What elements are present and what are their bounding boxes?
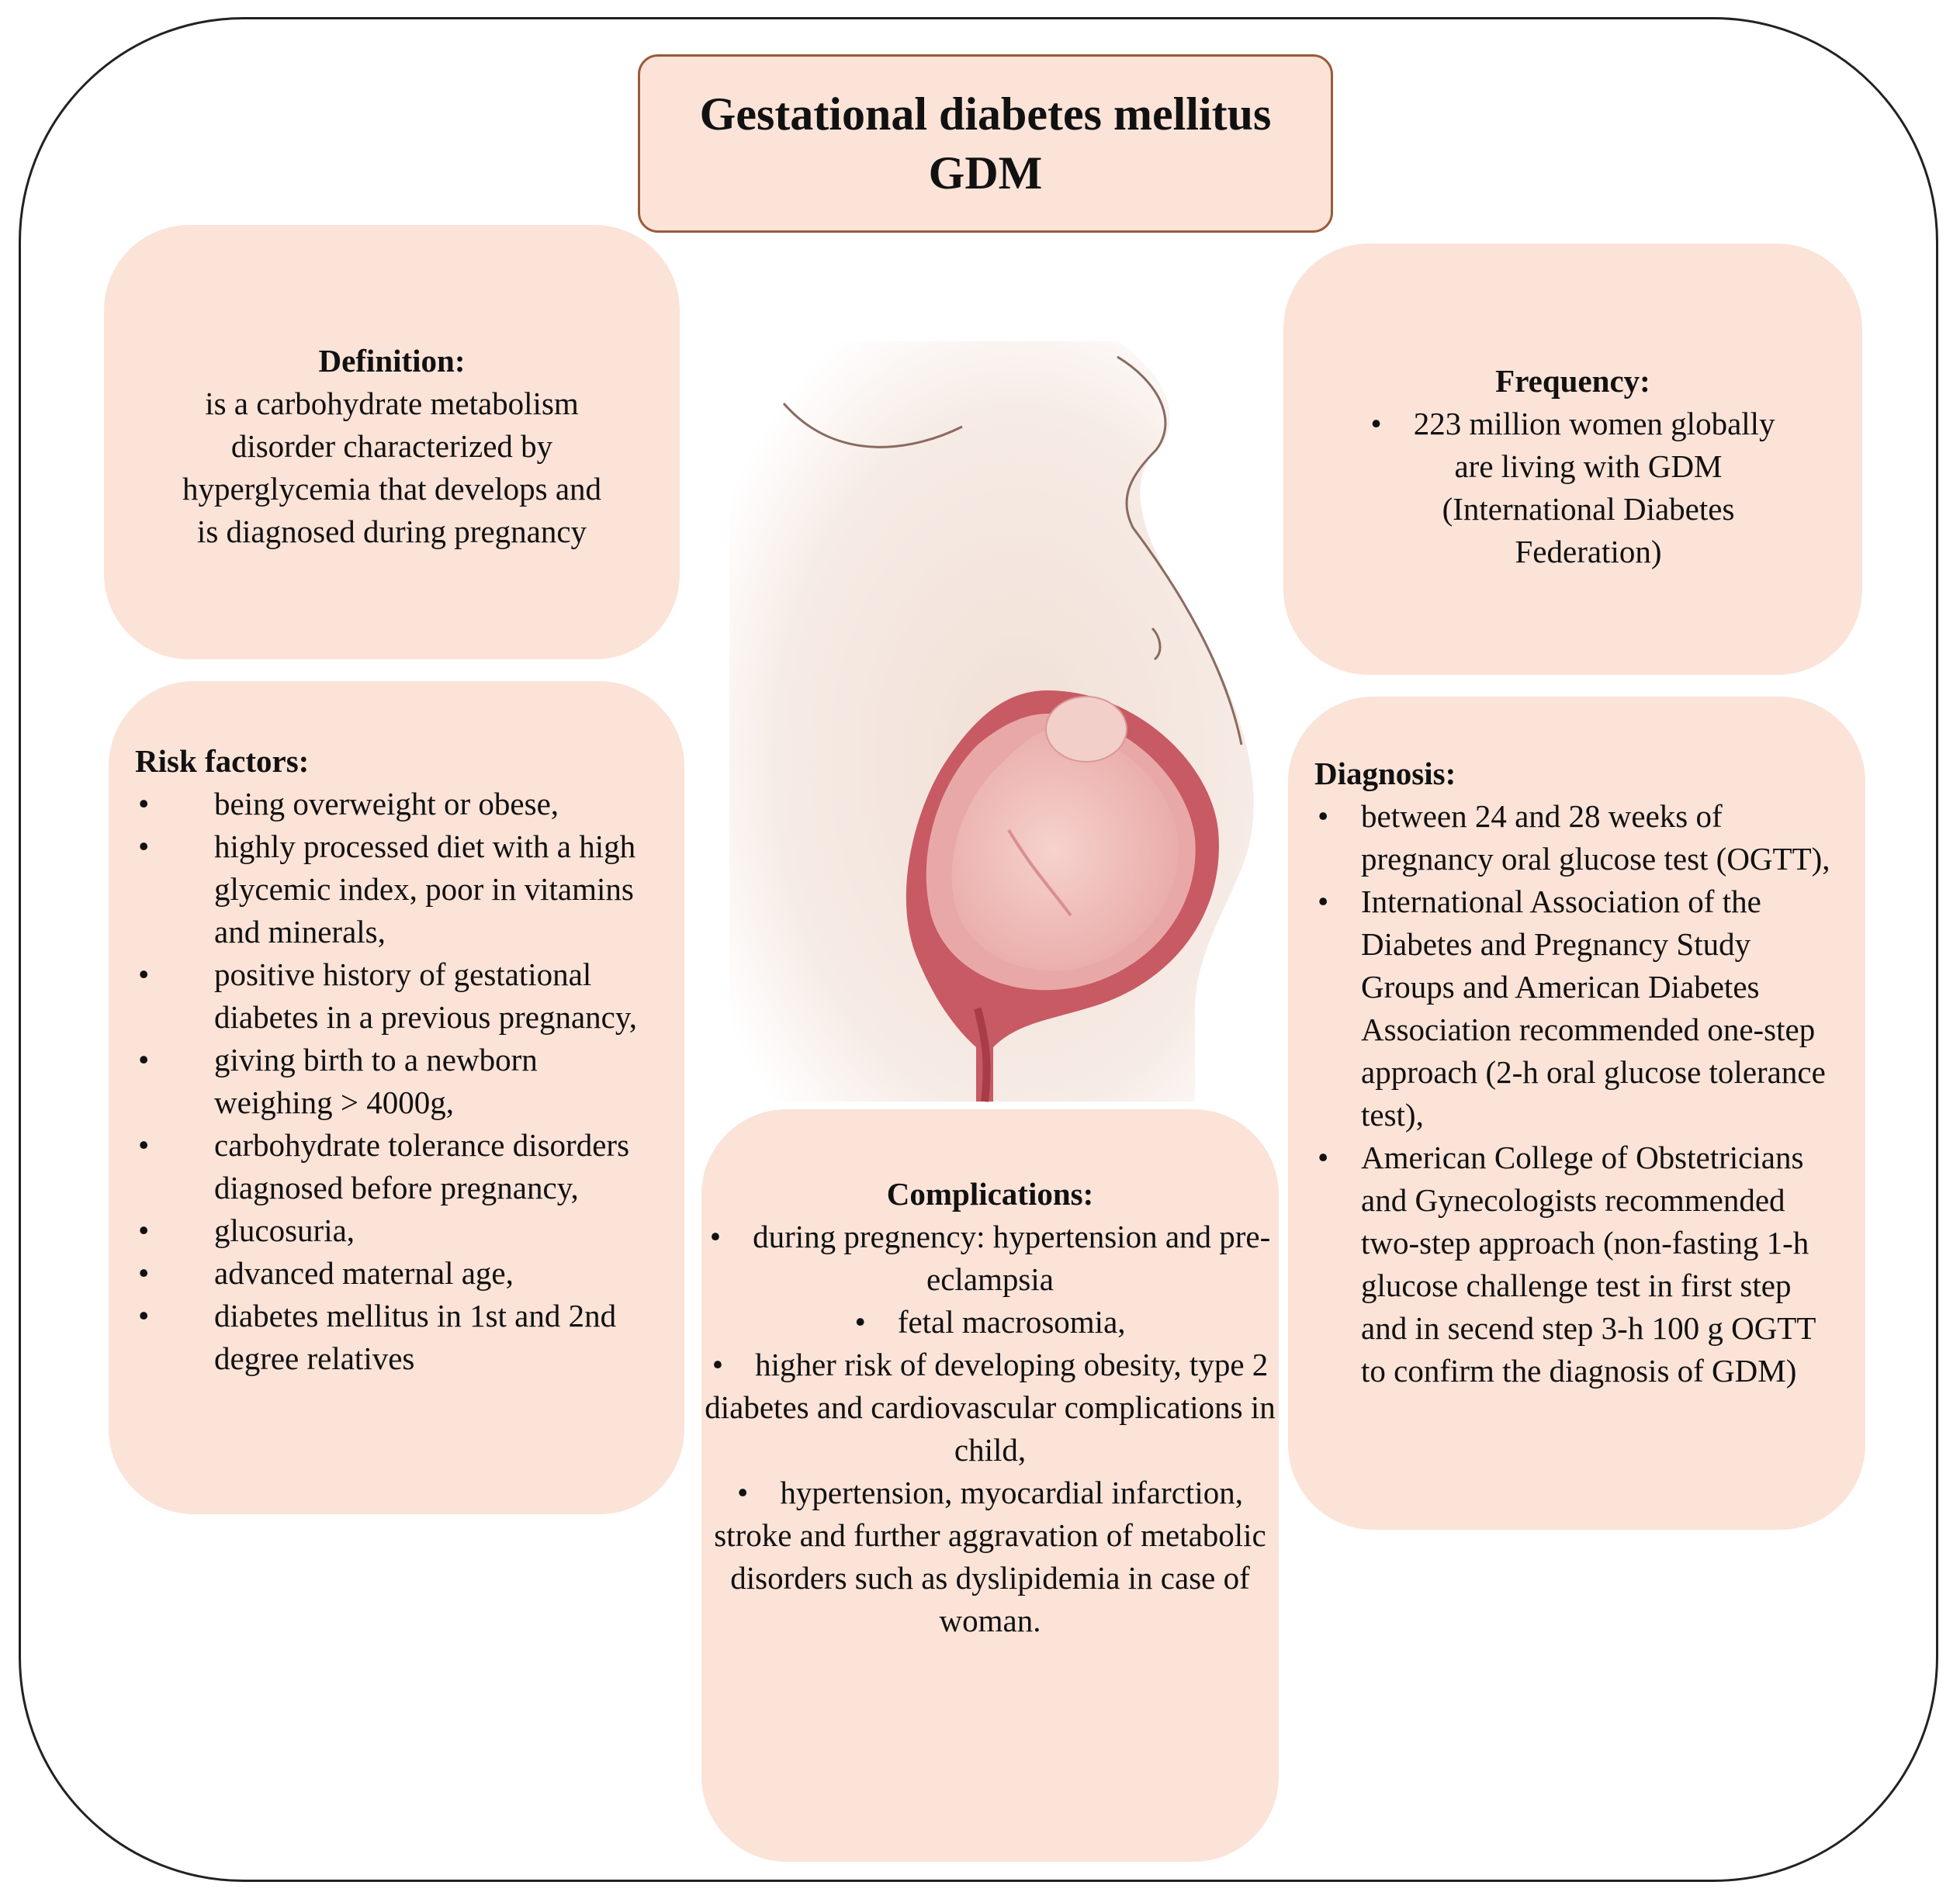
list-item: carbohydrate tolerance disorders diagnos… xyxy=(135,1124,661,1209)
list-item: • higher risk of developing obesity, typ… xyxy=(705,1347,1276,1468)
diagnosis-list: between 24 and 28 weeks of pregnancy ora… xyxy=(1314,795,1842,1392)
list-item: American College of Obstetricians and Gy… xyxy=(1314,1136,1842,1392)
list-item: positive history of gestational diabetes… xyxy=(135,953,661,1039)
diagnosis-card: Diagnosis: between 24 and 28 weeks of pr… xyxy=(1288,697,1865,1530)
pregnant-abdomen-fetus-icon xyxy=(729,341,1254,1102)
breast-contour xyxy=(782,403,963,448)
definition-line-1: is a carbohydrate metabolism xyxy=(205,386,579,421)
frequency-heading: Frequency: xyxy=(1495,363,1650,399)
fetus xyxy=(951,729,1179,971)
cervix xyxy=(974,1007,991,1102)
list-item: International Association of the Diabete… xyxy=(1314,880,1842,1136)
list-item: being overweight or obese, xyxy=(135,783,661,825)
frequency-line-4: Federation) xyxy=(1515,534,1662,569)
risk-factors-card: Risk factors: being overweight or obese,… xyxy=(109,681,684,1514)
list-item: • during pregnency: hypertension and pre… xyxy=(709,1219,1271,1297)
title-line-1: Gestational diabetes mellitus xyxy=(699,88,1272,140)
frequency-line-3: (International Diabetes xyxy=(1442,491,1735,527)
list-item: • fetal macrosomia, xyxy=(854,1304,1126,1340)
risk-factors-heading: Risk factors: xyxy=(135,743,310,779)
complications-card: Complications: • during pregnency: hyper… xyxy=(701,1109,1279,1862)
definition-line-2: disorder characterized by xyxy=(230,428,553,464)
title-line-2: GDM xyxy=(928,147,1043,199)
frequency-line-1: • 223 million women globally xyxy=(1370,406,1775,441)
frequency-card: Frequency: • 223 million women globally … xyxy=(1283,244,1862,675)
complications-heading: Complications: xyxy=(886,1176,1094,1212)
definition-card: Definition: is a carbohydrate metabolism… xyxy=(104,225,680,659)
definition-line-3: hyperglycemia that develops and xyxy=(182,471,602,507)
complications-list: • during pregnency: hypertension and pre… xyxy=(701,1216,1279,1642)
list-item: giving birth to a newborn weighing > 400… xyxy=(135,1039,661,1124)
list-item: • hypertension, myocardial infarction, s… xyxy=(714,1475,1266,1638)
list-item: advanced maternal age, xyxy=(135,1252,661,1295)
diagnosis-heading: Diagnosis: xyxy=(1314,756,1456,791)
bullet-icon: • xyxy=(1370,406,1382,441)
frequency-line-2: are living with GDM xyxy=(1454,448,1723,484)
definition-line-4: is diagnosed during pregnancy xyxy=(196,514,587,549)
list-item: diabetes mellitus in 1st and 2nd degree … xyxy=(135,1295,661,1380)
risk-factors-list: being overweight or obese, highly proces… xyxy=(135,783,661,1380)
definition-heading: Definition: xyxy=(318,343,466,379)
fetus-limb xyxy=(1007,828,1072,917)
list-item: glucosuria, xyxy=(135,1209,661,1252)
belly-contour xyxy=(1117,355,1243,745)
navel xyxy=(1151,627,1162,661)
title-box: Gestational diabetes mellitus GDM xyxy=(638,54,1333,233)
fetus-head xyxy=(1045,696,1127,763)
list-item: between 24 and 28 weeks of pregnancy ora… xyxy=(1314,795,1842,880)
list-item: highly processed diet with a high glycem… xyxy=(135,825,661,953)
